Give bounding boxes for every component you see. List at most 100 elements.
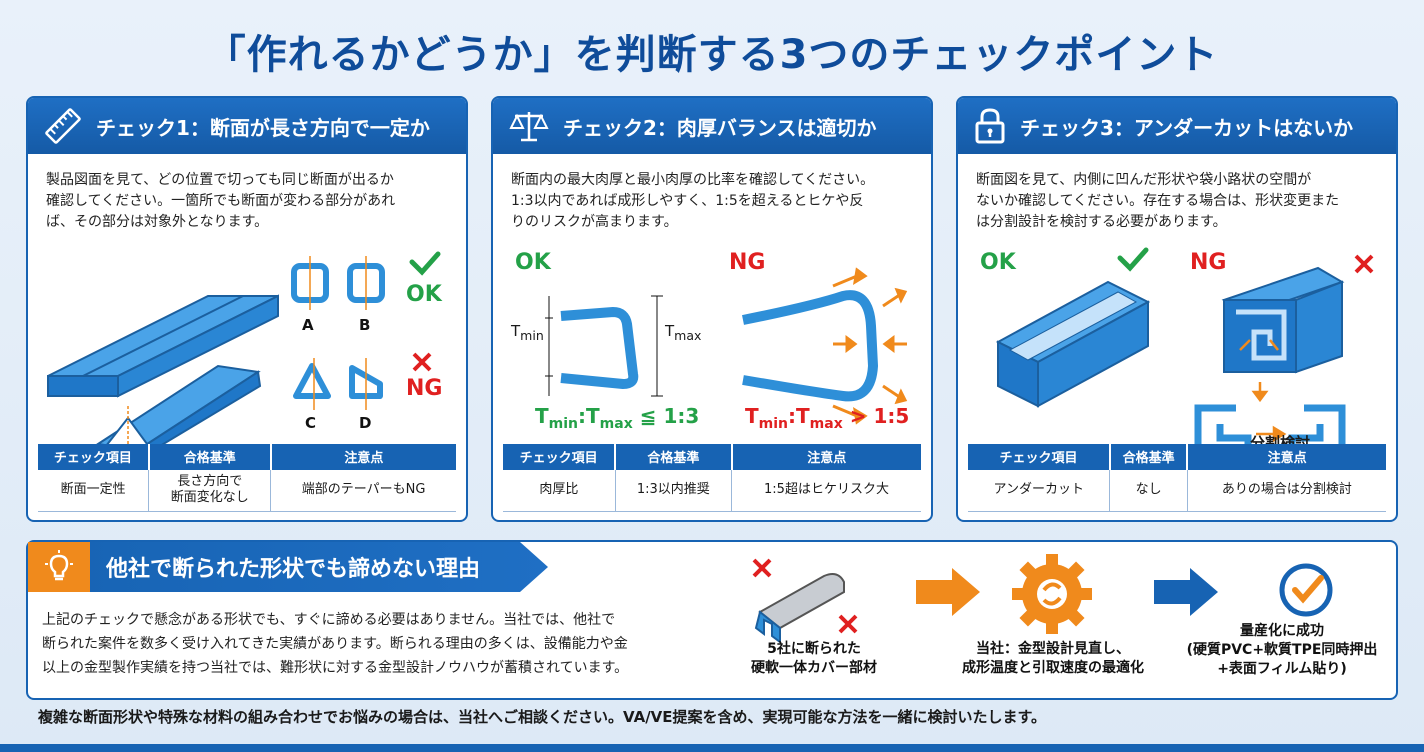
tmin-label: Tmin bbox=[511, 322, 544, 343]
flow-caption-1: 5社に断られた 硬軟一体カバー部材 bbox=[734, 640, 894, 678]
tmax-t: T bbox=[665, 322, 675, 340]
flow-caption-line: 5社に断られた bbox=[767, 641, 861, 657]
ratio-t: T bbox=[745, 404, 759, 428]
ok-check-icon bbox=[1117, 247, 1149, 272]
footer-note: 複雑な断面形状や特殊な材料の組み合わせでお悩みの場合は、当社へご相談ください。V… bbox=[38, 708, 1047, 726]
table-cell: 長さ方向で 断面変化なし bbox=[148, 469, 272, 512]
ratio-t: T bbox=[586, 404, 600, 428]
shrink-arrow-icon bbox=[832, 267, 908, 425]
page-title: 「作れるかどうか」を判断する3つのチェックポイント bbox=[205, 32, 1219, 78]
check-1-table: チェック項目 合格基準 注意点 断面一定性 長さ方向で 断面変化なし 端部のテー… bbox=[38, 443, 456, 512]
constant-section-illustration bbox=[47, 251, 441, 454]
table-header: チェック項目 bbox=[38, 443, 150, 470]
table-row: アンダーカット なし ありの場合は分割検討 bbox=[968, 469, 1386, 512]
check-1-header: チェック1：断面が長さ方向で一定か bbox=[28, 98, 466, 154]
lock-icon bbox=[975, 108, 1005, 144]
shape-d-label: D bbox=[359, 414, 372, 432]
reason-heading: 他社で断られた形状でも諦めない理由 bbox=[106, 557, 481, 582]
flow-caption-line: +表面フィルム貼り) bbox=[1217, 661, 1347, 677]
check-2-heading: チェック2：肉厚バランスは適切か bbox=[563, 115, 877, 140]
flow-caption-line: 成形温度と引取速度の最適化 bbox=[962, 660, 1144, 676]
table-cell: 1:5超はヒケリスク大 bbox=[731, 469, 921, 512]
table-row: 断面一定性 長さ方向で 断面変化なし 端部のテーパーもNG bbox=[38, 469, 456, 512]
check-3-body-line: ないか確認してください。存在する場合は、形状変更また bbox=[976, 193, 1340, 209]
reason-panel: 他社で断られた形状でも諦めない理由 上記のチェックで懸念がある形状でも、すぐに諦… bbox=[26, 540, 1398, 700]
ng-ratio: Tmin:Tmax > 1:5 bbox=[745, 404, 909, 432]
check-1-heading: チェック1：断面が長さ方向で一定か bbox=[96, 115, 430, 140]
check-3-figure: OK NG bbox=[958, 246, 1396, 454]
ng-label: NG bbox=[406, 376, 443, 401]
ratio-colon: : bbox=[578, 404, 587, 428]
check-3-body-line: は分割設計を検討する必要があります。 bbox=[976, 214, 1227, 230]
tmax-label: Tmax bbox=[665, 322, 701, 343]
ratio-sub: max bbox=[809, 416, 843, 432]
check-2-body: 断面内の最大肉厚と最小肉厚の比率を確認してください。 1:3以内であれば成形しや… bbox=[493, 154, 931, 246]
ng-cross-icon bbox=[752, 558, 858, 634]
ruler-icon bbox=[45, 108, 81, 144]
ratio-colon: : bbox=[788, 404, 797, 428]
flow-caption-3: 量産化に成功 (硬質PVC+軟質TPE同時押出 +表面フィルム貼り) bbox=[1172, 622, 1392, 679]
check-2-body-line: りのリスクが高まります。 bbox=[511, 214, 678, 230]
reason-body-line: 断られた案件を数多く受け入れてきた実績があります。断られる理由の多くは、設備能力… bbox=[42, 636, 628, 652]
check-3-header: チェック3：アンダーカットはないか bbox=[958, 98, 1396, 154]
table-header: 注意点 bbox=[731, 443, 921, 470]
table-cell: 肉厚比 bbox=[503, 469, 616, 512]
ok-label: OK bbox=[980, 250, 1016, 275]
gear-icon bbox=[1012, 554, 1092, 634]
flow-caption-line: 当社：金型設計見直し、 bbox=[976, 641, 1130, 657]
ok-label: OK bbox=[515, 250, 551, 275]
ratio-t: T bbox=[535, 404, 549, 428]
ng-cross-icon bbox=[412, 352, 432, 372]
reason-header: 他社で断られた形状でも諦めない理由 bbox=[28, 542, 548, 592]
table-header: 注意点 bbox=[1187, 443, 1386, 470]
check-panel-2: チェック2：肉厚バランスは適切か 断面内の最大肉厚と最小肉厚の比率を確認してくだ… bbox=[491, 96, 933, 522]
table-header: 注意点 bbox=[270, 443, 456, 470]
ok-ratio-value: ≦ 1:3 bbox=[639, 404, 700, 428]
undercut-arrow-icon bbox=[1239, 339, 1287, 443]
table-cell: なし bbox=[1109, 469, 1188, 512]
wall-thickness-illustration bbox=[545, 267, 908, 425]
ng-ratio-value: > 1:5 bbox=[849, 404, 910, 428]
bottom-bar bbox=[0, 744, 1424, 752]
check-1-body: 製品図面を見て、どの位置で切っても同じ断面が出るか 確認してください。一箇所でも… bbox=[28, 154, 466, 246]
scale-icon bbox=[509, 112, 549, 142]
ok-label: OK bbox=[406, 282, 442, 307]
check-3-heading: チェック3：アンダーカットはないか bbox=[1020, 115, 1354, 140]
table-cell: ありの場合は分割検討 bbox=[1187, 469, 1386, 512]
flow-arrow-icon bbox=[1154, 568, 1218, 616]
check-panel-3: チェック3：アンダーカットはないか 断面図を見て、内側に凹んだ形状や袋小路状の空… bbox=[956, 96, 1398, 522]
flow-caption-line: 硬軟一体カバー部材 bbox=[751, 660, 877, 676]
reason-body-line: 以上の金型製作実績を持つ当社では、難形状に対する金型設計ノウハウが蓄積されていま… bbox=[42, 660, 629, 676]
check-panel-1: チェック1：断面が長さ方向で一定か 製品図面を見て、どの位置で切っても同じ断面が… bbox=[26, 96, 468, 522]
check-1-figure: A B C D OK NG bbox=[28, 246, 466, 454]
lightbulb-icon bbox=[28, 542, 90, 592]
flow-arrow-icon bbox=[916, 568, 980, 616]
shape-c-label: C bbox=[305, 414, 317, 432]
table-row: 肉厚比 1:3以内推奨 1:5超はヒケリスク大 bbox=[503, 469, 921, 512]
table-header: 合格基準 bbox=[1109, 443, 1189, 470]
reason-body-line: 上記のチェックで懸念がある形状でも、すぐに諦める必要はありません。当社では、他社… bbox=[42, 612, 616, 628]
reason-body: 上記のチェックで懸念がある形状でも、すぐに諦める必要はありません。当社では、他社… bbox=[42, 608, 722, 680]
check-2-body-line: 断面内の最大肉厚と最小肉厚の比率を確認してください。 bbox=[511, 172, 875, 188]
check-3-table: チェック項目 合格基準 注意点 アンダーカット なし ありの場合は分割検討 bbox=[968, 443, 1386, 512]
tmin-t: T bbox=[511, 322, 521, 340]
undercut-illustration bbox=[995, 247, 1374, 454]
ratio-sub: min bbox=[548, 416, 579, 432]
ng-label: NG bbox=[729, 250, 766, 275]
check-1-body-line: 確認してください。一箇所でも断面が変わる部分があれ bbox=[46, 193, 396, 209]
ratio-sub: min bbox=[758, 416, 789, 432]
table-cell: 端部のテーパーもNG bbox=[270, 469, 456, 512]
shape-b-label: B bbox=[359, 316, 371, 334]
table-header: チェック項目 bbox=[968, 443, 1111, 470]
ok-ratio: Tmin:Tmax ≦ 1:3 bbox=[535, 404, 699, 432]
check-2-table: チェック項目 合格基準 注意点 肉厚比 1:3以内推奨 1:5超はヒケリスク大 bbox=[503, 443, 921, 512]
check-3-body: 断面図を見て、内側に凹んだ形状や袋小路状の空間が ないか確認してください。存在す… bbox=[958, 154, 1396, 246]
flow-caption-line: 量産化に成功 bbox=[1240, 623, 1324, 639]
ng-label: NG bbox=[1190, 250, 1227, 275]
tmin-sub: min bbox=[520, 328, 544, 343]
shape-a-label: A bbox=[302, 316, 314, 334]
success-check-icon bbox=[1279, 563, 1333, 617]
check-3-body-line: 断面図を見て、内側に凹んだ形状や袋小路状の空間が bbox=[976, 172, 1312, 188]
table-cell: 1:3以内推奨 bbox=[615, 469, 733, 512]
check-2-figure: OK NG Tmin Tmax Tmin:Tmax ≦ 1:3 Tmin:Tma… bbox=[493, 246, 931, 454]
